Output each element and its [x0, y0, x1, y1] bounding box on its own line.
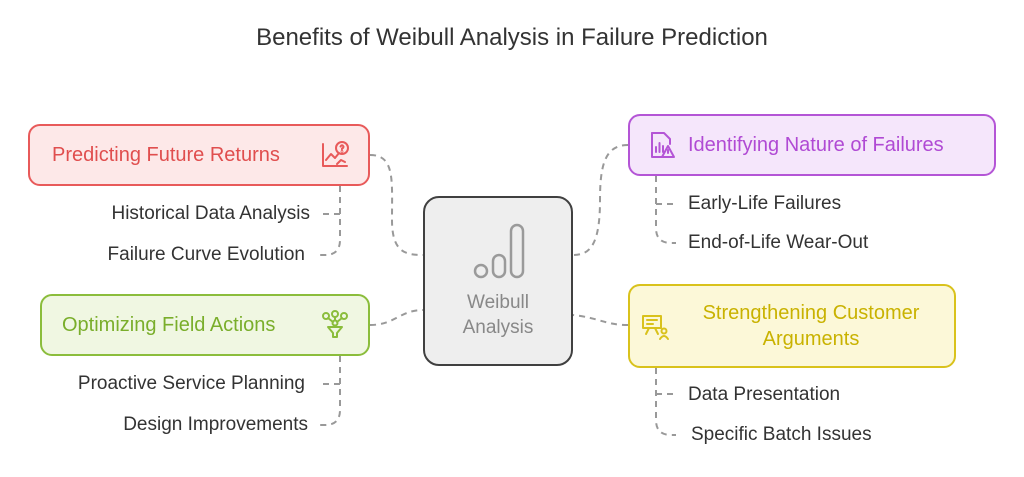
connector-identifying [572, 144, 629, 256]
connector-optimizing [369, 309, 424, 326]
sub-item-specific-batch-issues: Specific Batch Issues [691, 424, 872, 445]
central-node-weibull-analysis: Weibull Analysis [423, 196, 573, 366]
sub-item-proactive-service-planning: Proactive Service Planning [77, 373, 305, 394]
sub-item-failure-curve-evolution: Failure Curve Evolution [107, 244, 305, 265]
branch-optimizing-field-actions: Optimizing Field Actions [40, 294, 370, 356]
branch-label: Predicting Future Returns [52, 144, 280, 166]
connector-optimizing-sub [318, 356, 341, 426]
network-funnel-icon [322, 310, 348, 338]
connector-predicting [369, 154, 424, 256]
central-label-line2: Analysis [462, 317, 534, 338]
branch-label: Identifying Nature of Failures [688, 134, 944, 156]
central-label-line1: Weibull [467, 292, 529, 313]
branch-strengthening-customer-arguments: Strengthening Customer Arguments [628, 284, 956, 368]
branch-label-line2: Arguments [762, 328, 860, 350]
sub-item-historical-data-analysis: Historical Data Analysis [111, 203, 310, 224]
sub-item-end-of-life-wear-out: End-of-Life Wear-Out [688, 232, 869, 253]
bar-chart-icon [473, 223, 525, 279]
diagram-title: Benefits of Weibull Analysis in Failure … [256, 24, 768, 51]
connector-identifying-sub [655, 176, 676, 244]
presentation-argument-icon [642, 315, 669, 340]
branch-predicting-future-returns: Predicting Future Returns [28, 124, 370, 186]
connector-strengthening-sub [655, 368, 676, 436]
connector-strengthening [572, 314, 629, 326]
sub-item-design-improvements: Design Improvements [123, 414, 308, 435]
branch-label: Optimizing Field Actions [62, 314, 276, 336]
chart-warning-icon [651, 132, 675, 158]
sub-item-data-presentation: Data Presentation [688, 384, 841, 405]
branch-label-line1: Strengthening Customer [702, 302, 920, 324]
trend-question-icon [322, 141, 349, 167]
sub-item-early-life-failures: Early-Life Failures [688, 193, 842, 214]
branch-identifying-nature-of-failures: Identifying Nature of Failures [628, 114, 996, 176]
connector-predicting-sub [318, 186, 341, 256]
